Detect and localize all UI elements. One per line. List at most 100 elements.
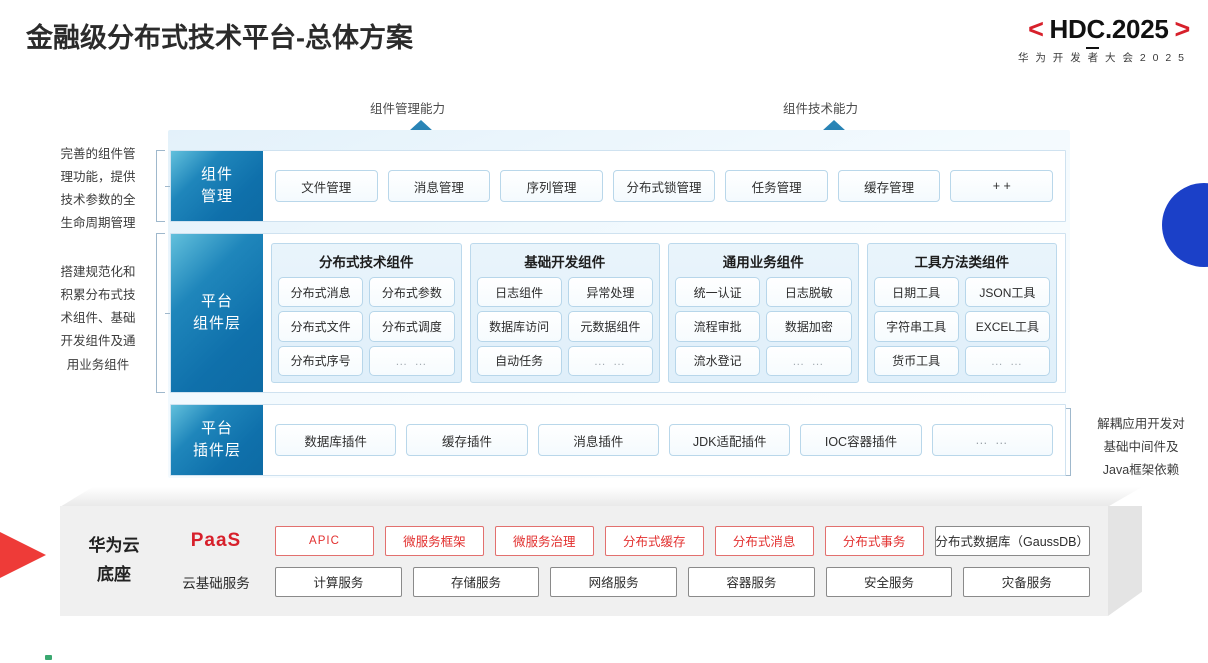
row-component-management: 组件 管理 文件管理消息管理序列管理分布式锁管理任务管理缓存管理+ +	[170, 150, 1066, 222]
hdc-logo: < HDC.2025 > 华 为 开 发 者 大 会 2 0 2 5	[950, 14, 1190, 65]
plugin-chip[interactable]: JDK适配插件	[668, 424, 791, 456]
row-body-platform-plugin-layer: 数据库插件缓存插件消息插件 JDK适配插件 IOC容器插件 … …	[263, 405, 1065, 475]
component-group-grid: 统一认证日志脱敏流程审批数据加密流水登记… …	[675, 277, 852, 376]
component-cell[interactable]: 日志组件	[476, 277, 562, 308]
side-note-decoupling: 解耦应用开发对 基础中间件及 Java框架依赖	[1097, 417, 1185, 478]
component-group-row: 分布式序号… …	[278, 345, 455, 376]
component-cell[interactable]: 日志脱敏	[766, 277, 852, 308]
component-group-row: 分布式消息分布式参数	[278, 277, 455, 308]
cloud-service-chip[interactable]: 安全服务	[825, 566, 953, 597]
component-group-grid: 分布式消息分布式参数分布式文件分布式调度分布式序号… …	[278, 277, 455, 376]
component-cell[interactable]: 分布式调度	[369, 311, 455, 342]
component-group: 分布式技术组件分布式消息分布式参数分布式文件分布式调度分布式序号… …	[271, 243, 462, 383]
plugin-chip[interactable]: IOC容器插件	[800, 424, 922, 456]
component-cell[interactable]: 流程审批	[675, 311, 761, 342]
component-group-title: 分布式技术组件	[319, 255, 414, 270]
component-cell[interactable]: … …	[369, 345, 455, 376]
row-label-platform-plugin-layer: 平台 插件层	[171, 405, 263, 475]
logo-right-bracket-icon: >	[1174, 14, 1191, 44]
component-cell[interactable]: … …	[567, 345, 653, 376]
row-platform-plugin-layer: 平台 插件层 数据库插件缓存插件消息插件 JDK适配插件 IOC容器插件 … …	[170, 404, 1066, 476]
row-label-platform-component-layer: 平台 组件层	[171, 234, 263, 392]
component-cell[interactable]: 分布式文件	[278, 311, 364, 342]
bracket-left-bottom	[156, 233, 170, 393]
component-cell[interactable]: 日期工具	[873, 277, 959, 308]
cloud-service-chip[interactable]: 灾备服务	[963, 566, 1091, 597]
paas-service-chip[interactable]: 分布式事务	[824, 525, 924, 556]
component-group-row: 统一认证日志脱敏	[675, 277, 852, 308]
cloud-service-chip[interactable]: 容器服务	[688, 566, 815, 597]
component-management-chip[interactable]: 消息管理	[387, 170, 491, 202]
component-cell[interactable]: 字符串工具	[873, 311, 959, 342]
component-cell[interactable]: 元数据组件	[567, 311, 653, 342]
bracket-left-top	[156, 150, 170, 222]
component-management-chip[interactable]: 任务管理	[725, 170, 828, 202]
paas-service-chip[interactable]: 分布式缓存	[604, 525, 704, 556]
component-cell[interactable]: … …	[964, 345, 1050, 376]
plugin-chip[interactable]: 缓存插件	[406, 424, 528, 456]
component-management-chip[interactable]: 序列管理	[500, 170, 603, 202]
component-cell[interactable]: 货币工具	[873, 345, 959, 376]
row-platform-component-layer: 平台 组件层 分布式技术组件分布式消息分布式参数分布式文件分布式调度分布式序号……	[170, 233, 1066, 393]
component-cell[interactable]: 数据加密	[766, 311, 852, 342]
component-group: 通用业务组件统一认证日志脱敏流程审批数据加密流水登记… …	[668, 243, 859, 383]
component-management-chip[interactable]: 文件管理	[275, 170, 378, 202]
component-cell[interactable]: 分布式消息	[278, 277, 364, 308]
paas-label: PaaS	[190, 529, 242, 551]
component-group-row: 货币工具… …	[873, 345, 1050, 376]
paas-service-chip[interactable]: APIC	[275, 525, 374, 556]
component-cell[interactable]: EXCEL工具	[964, 311, 1050, 342]
paas-service-chip[interactable]: 微服务框架	[384, 525, 484, 556]
row-body-platform-component-layer: 分布式技术组件分布式消息分布式参数分布式文件分布式调度分布式序号… …基础开发组…	[263, 234, 1065, 392]
component-cell[interactable]: 分布式参数	[369, 277, 455, 308]
component-group-row: 数据库访问元数据组件	[476, 311, 653, 342]
paas-service-chip[interactable]: 分布式数据库（GaussDB）	[934, 525, 1091, 556]
component-cell[interactable]: 流水登记	[675, 345, 761, 376]
green-dot-decoration	[45, 655, 52, 660]
paas-line: PaaS APIC 微服务框架微服务治理分布式缓存分布式消息分布式事务分布式数据库…	[168, 525, 1091, 557]
paas-block-content: 华为云 底座 PaaS APIC 微服务框架微服务治理分布式缓存分布式消息分布式事…	[60, 506, 1108, 616]
component-management-chip[interactable]: 缓存管理	[837, 170, 941, 202]
component-cell[interactable]: 异常处理	[567, 277, 653, 308]
arrow-label-component-technology: 组件技术能力	[783, 102, 859, 116]
plugin-chip[interactable]: … …	[931, 424, 1053, 456]
paas-service-chip[interactable]: 微服务治理	[494, 525, 594, 556]
paas-items: APIC 微服务框架微服务治理分布式缓存分布式消息分布式事务分布式数据库（Gaus…	[275, 525, 1091, 556]
paas-block-side-face	[1108, 506, 1142, 616]
component-cell[interactable]: JSON工具	[964, 277, 1050, 308]
paas-service-chip[interactable]: 分布式消息	[714, 525, 814, 556]
component-group-grid: 日志组件异常处理数据库访问元数据组件自动任务… …	[476, 277, 653, 376]
component-management-chip[interactable]: 分布式锁管理	[612, 170, 716, 202]
logo-subtitle: 华 为 开 发 者 大 会 2 0 2 5	[1017, 52, 1186, 64]
side-note-platform-components: 搭建规范化和 积累分布式技 术组件、基础 开发组件及通 用业务组件	[60, 265, 136, 372]
component-group-row: 流程审批数据加密	[675, 311, 852, 342]
arrow-label-component-management: 组件管理能力	[370, 102, 446, 116]
plugin-chip[interactable]: 数据库插件	[275, 424, 397, 456]
component-cell[interactable]: 数据库访问	[476, 311, 562, 342]
red-wedge-decoration	[0, 510, 46, 600]
cloud-service-chip[interactable]: 存储服务	[412, 566, 540, 597]
paas-block-top-face	[60, 487, 1142, 507]
page-title: 金融级分布式技术平台-总体方案	[26, 23, 413, 53]
component-group: 基础开发组件日志组件异常处理数据库访问元数据组件自动任务… …	[469, 243, 660, 383]
component-cell[interactable]: 自动任务	[476, 345, 562, 376]
component-group-row: 日志组件异常处理	[476, 277, 653, 308]
row-body-component-management: 文件管理消息管理序列管理分布式锁管理任务管理缓存管理 + +	[263, 151, 1065, 221]
cloud-base-label: 云基础服务	[182, 575, 250, 591]
plugin-chip[interactable]: 消息插件	[537, 424, 659, 456]
side-note-component-management: 完善的组件管 理功能，提供 技术参数的全 生命周期管理	[60, 147, 136, 231]
cloud-service-chip[interactable]: 网络服务	[550, 566, 678, 597]
component-cell[interactable]: 分布式序号	[278, 345, 364, 376]
huawei-cloud-brand: 华为云 底座	[88, 536, 140, 584]
component-cell[interactable]: 统一认证	[675, 277, 761, 308]
component-group-row: 自动任务… …	[476, 345, 653, 376]
component-management-chip[interactable]: + +	[950, 170, 1054, 202]
component-group-row: 分布式文件分布式调度	[278, 311, 455, 342]
component-group-title: 通用业务组件	[722, 255, 804, 270]
component-cell[interactable]: … …	[766, 345, 852, 376]
cloud-service-chip[interactable]: 计算服务	[275, 566, 402, 597]
